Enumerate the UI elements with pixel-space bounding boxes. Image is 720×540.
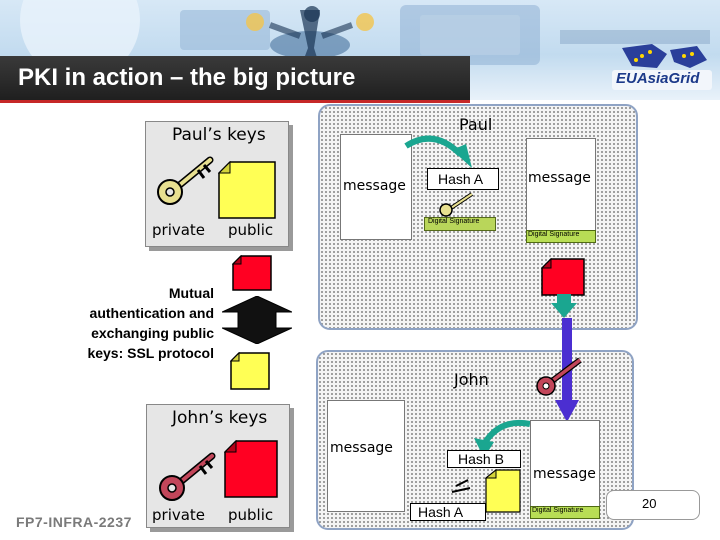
paul-message-left: message [343,178,406,194]
mutual-auth-line-4: keys: SSL protocol [44,343,214,363]
mutual-auth-text: Mutual authentication and exchanging pub… [44,283,214,363]
paul-hash-label: Hash A [438,171,483,187]
john-message-right: message [533,466,596,482]
paul-exchanged-key-icon [232,255,272,291]
john-public-key-red-icon [224,440,278,498]
paul-public-key-icon [218,161,276,219]
john-name: John [454,370,489,389]
paul-signature-right-label: Digital Signature [528,231,579,238]
exchange-arrow-icon [222,296,292,344]
john-signature-right-label: Digital Signature [532,507,583,514]
john-message-doc [327,400,405,512]
john-keys-title: John’s keys [172,408,267,428]
paul-signature-small-label: Digital Signature [428,218,479,225]
footer-text: FP7-INFRA-2237 [16,514,132,530]
paul-message-right: message [528,170,591,186]
john-hash-a-label: Hash A [418,504,463,520]
paul-public-label: public [228,221,273,239]
paul-signed-doc [526,138,596,236]
john-verify-key-icon [534,352,588,398]
paul-signing-key-icon [436,188,480,218]
page-number: 20 [642,496,656,511]
paul-down-arrow-icon [551,294,577,318]
mutual-auth-line-1: Mutual [44,283,214,303]
john-private-key-icon [152,446,222,502]
john-public-label: public [228,506,273,524]
john-exchanged-key-icon [230,352,270,390]
paul-private-key-icon [150,150,220,206]
paul-keys-title: Paul’s keys [172,125,266,145]
mutual-auth-line-2: authentication and [44,303,214,323]
slide-title: PKI in action – the big picture [18,64,355,92]
john-message-left: message [330,440,393,456]
logo-text: EUAsiaGrid [616,70,699,87]
mutual-auth-line-3: exchanging public [44,323,214,343]
john-private-label: private [152,506,205,524]
john-hash-b-label: Hash B [458,451,504,467]
euasiagrid-logo: EUAsiaGrid [612,40,712,94]
paul-private-label: private [152,221,205,239]
paul-public-key-red-icon [541,258,585,296]
